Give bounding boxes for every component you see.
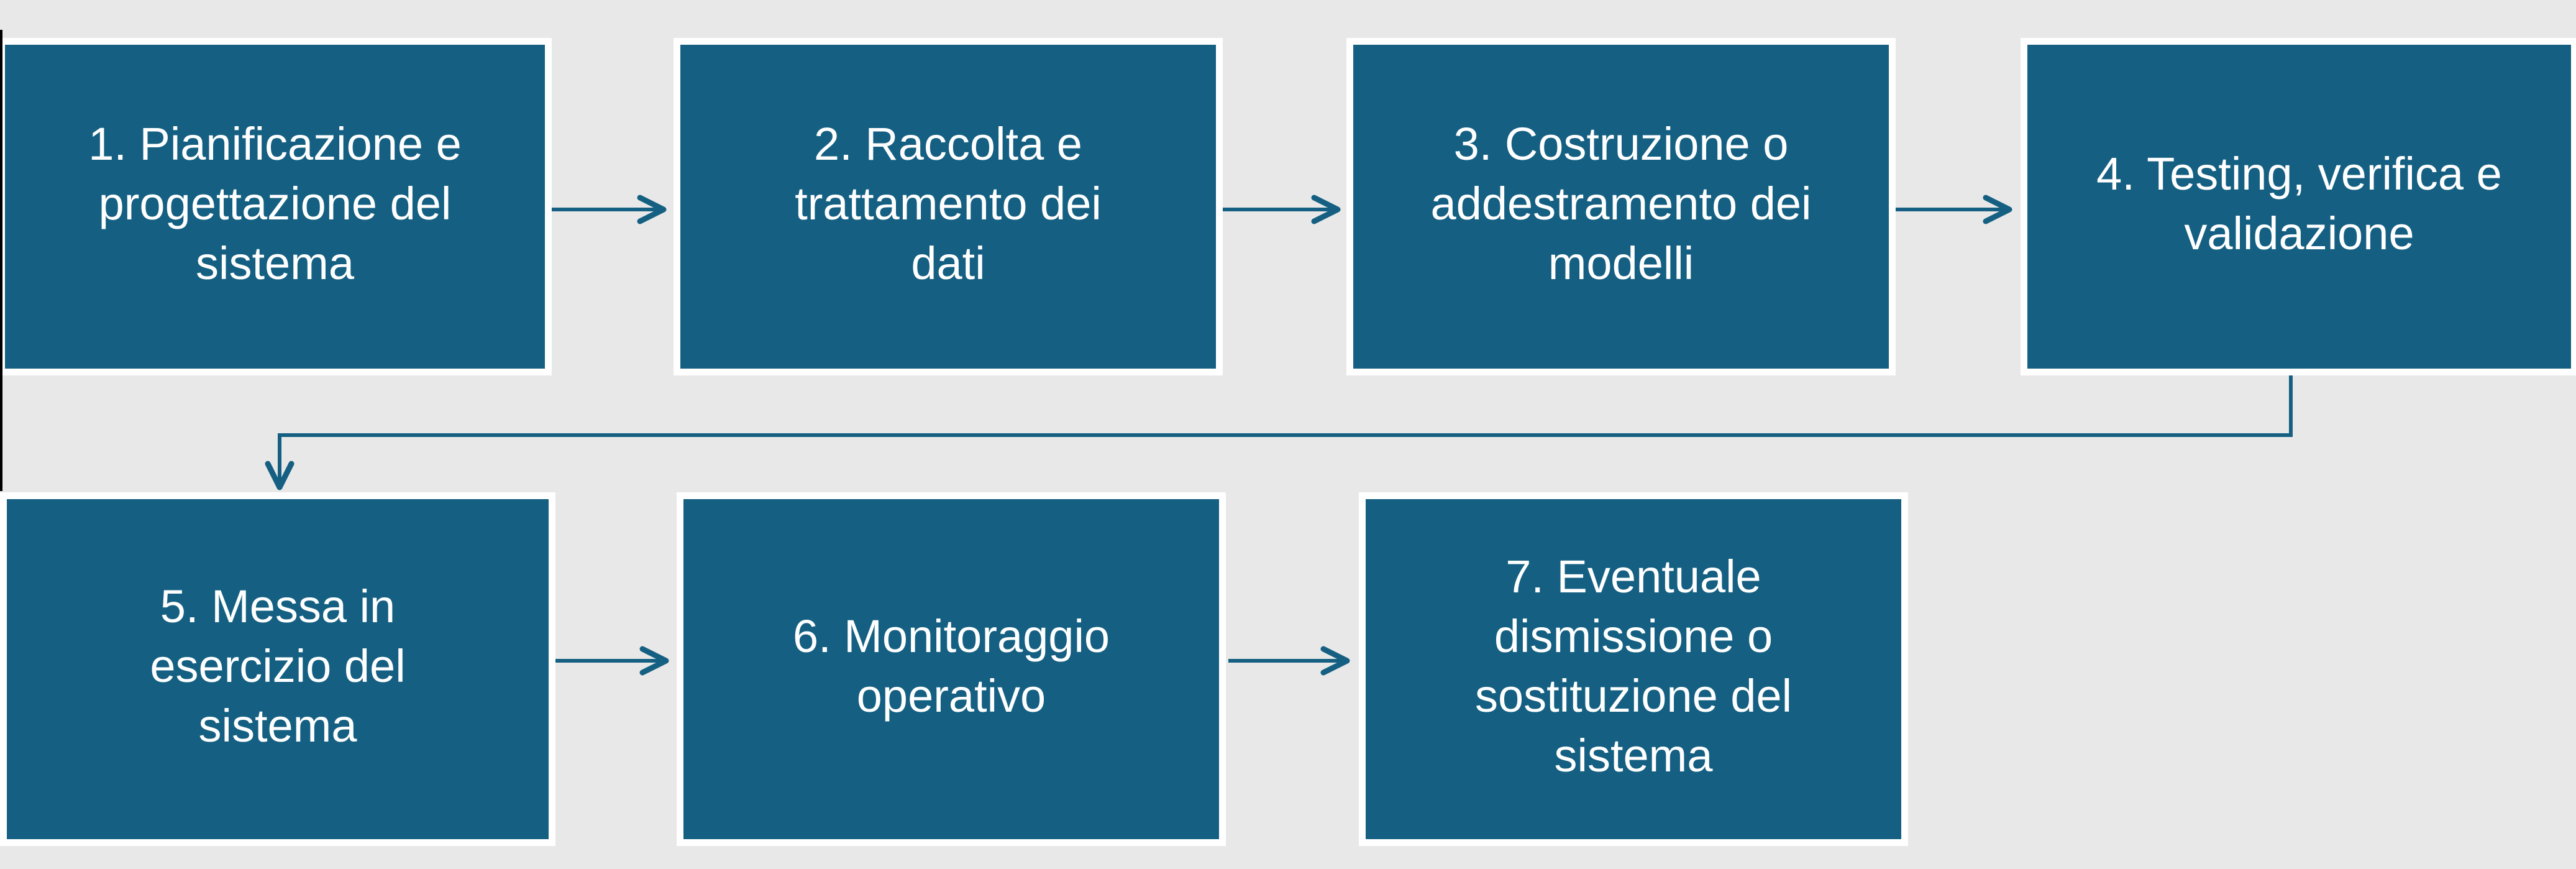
flow-box-1-label: 1. Pianificazione e progettazione del si… [88,117,462,289]
flow-box-7: 7. Eventuale dismissione o sostituzione … [1366,499,1901,839]
arrow-5-to-6 [551,646,669,676]
elbow-connector-4-to-5 [265,374,2293,490]
flow-box-4-label: 4. Testing, verifica e validazione [2096,147,2502,259]
flow-box-1: 1. Pianificazione e progettazione del si… [5,45,545,369]
arrow-1-to-2 [551,195,667,224]
flow-box-2: 2. Raccolta e trattamento dei dati [680,45,1216,369]
flow-box-7-label: 7. Eventuale dismissione o sostituzione … [1474,550,1793,781]
flow-box-5-label: 5. Messa in esercizio del sistema [150,580,406,752]
flow-box-6: 6. Monitoraggio operativo [683,499,1219,839]
arrow-6-to-7 [1228,646,1350,676]
flow-box-3-label: 3. Costruzione o addestramento dei model… [1430,117,1812,289]
arrow-2-to-3 [1223,195,1341,224]
arrow-3-to-4 [1895,195,2012,224]
flow-box-3: 3. Costruzione o addestramento dei model… [1353,45,1889,369]
left-edge-line [0,30,2,491]
flow-box-5: 5. Messa in esercizio del sistema [7,499,549,839]
flow-box-4: 4. Testing, verifica e validazione [2027,45,2571,369]
flow-box-6-label: 6. Monitoraggio operativo [792,610,1110,722]
flow-box-2-label: 2. Raccolta e trattamento dei dati [795,117,1102,289]
